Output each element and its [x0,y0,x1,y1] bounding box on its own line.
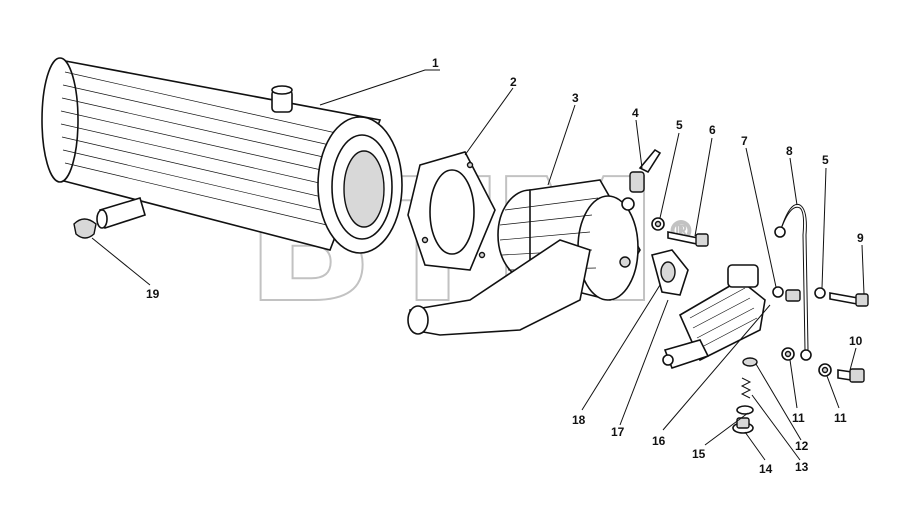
part-5-washer-top [651,217,665,231]
part-19-drain-cap [73,197,146,239]
callout-5-right: 5 [822,153,829,167]
callout-18: 18 [572,413,586,427]
callout-14: 14 [759,462,773,476]
part-12-cap [742,357,758,367]
part-16-fuel-pump [662,264,766,369]
callout-11-right: 11 [834,411,847,425]
part-2-gasket [407,151,496,271]
part-17-flange-gasket [651,249,689,296]
callout-3: 3 [572,91,579,105]
callout-16: 16 [652,434,666,448]
part-1-tank [41,57,403,254]
callout-15: 15 [692,447,706,461]
callout-8: 8 [786,144,793,158]
callout-2: 2 [510,75,517,89]
part-9-bolt [829,292,869,307]
callout-10: 10 [849,334,863,348]
callout-labels: 1 2 3 4 5 6 7 8 5 9 10 11 11 12 13 14 15… [146,56,864,476]
leader-lines [91,69,865,461]
callout-5-top: 5 [676,118,683,132]
callout-4: 4 [632,106,639,120]
callout-6: 6 [709,123,716,137]
callout-11-left: 11 [792,411,805,425]
part-3-burner-housing [407,179,641,336]
callout-9: 9 [857,231,864,245]
part-11-washer-left [781,347,795,361]
part-11-washer-right [818,363,832,377]
part-6-bolt [667,231,709,247]
part-10-banjo-bolt [837,368,865,383]
part-8-fuel-line [774,203,812,361]
part-5-washer-right [814,287,826,299]
part-13-spring [740,377,752,399]
part-4-spark-plug [621,148,662,211]
callout-7: 7 [741,134,748,148]
part-14-plug [732,417,754,434]
callout-19: 19 [146,287,160,301]
callout-17: 17 [611,425,625,439]
part-15-gasket [736,405,754,415]
callout-13: 13 [795,460,809,474]
part-7-washer [772,286,801,302]
callout-1: 1 [432,56,439,70]
callout-12: 12 [795,439,809,453]
